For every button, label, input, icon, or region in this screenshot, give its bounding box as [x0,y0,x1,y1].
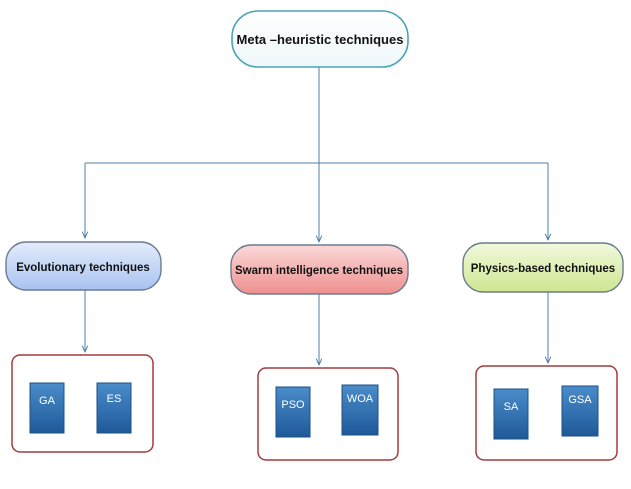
algo-label-ga: GA [39,395,56,407]
group-evolutionary: GA ES [11,354,154,453]
root-node: Meta –heuristic techniques [231,10,409,68]
algo-box-sa [493,388,529,440]
algo-box-woa [341,384,379,436]
algo-label-sa: SA [504,401,519,413]
algo-label-pso: PSO [281,399,305,411]
category-physics-box [462,242,624,293]
algo-box-es [96,382,132,434]
algo-label-woa: WOA [347,393,374,405]
algo-box-ga [29,382,65,434]
category-physics: Physics-based techniques [462,242,624,293]
algo-box-pso [275,386,311,438]
category-physics-label: Physics-based techniques [471,263,615,275]
category-evolutionary: Evolutionary techniques [5,241,162,291]
root-node-label: Meta –heuristic techniques [237,32,404,47]
category-evolutionary-box [5,241,162,291]
algo-box-gsa [561,385,599,437]
category-swarm-label: Swarm intelligence techniques [235,265,403,277]
connectors [85,67,548,365]
root-node-box [231,10,409,68]
category-swarm-box [230,244,409,295]
algo-label-es: ES [107,393,122,405]
category-swarm: Swarm intelligence techniques [230,244,409,295]
algo-label-gsa: GSA [568,394,592,406]
group-physics: SA GSA [475,365,618,461]
group-swarm: PSO WOA [257,367,399,461]
category-evolutionary-label: Evolutionary techniques [16,262,150,274]
